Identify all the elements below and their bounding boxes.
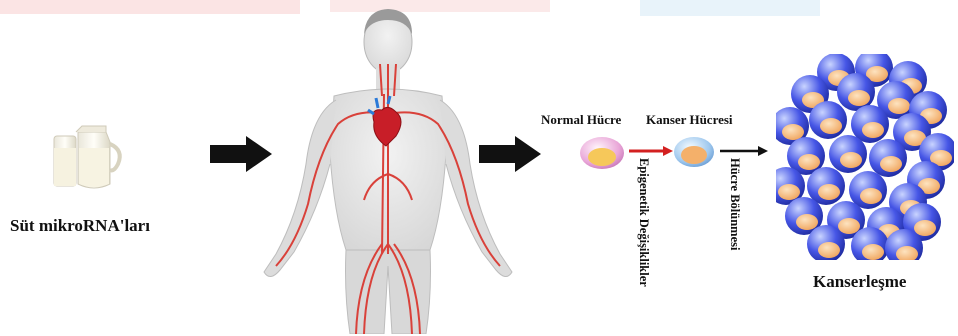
tumor-cluster-icon — [776, 54, 954, 260]
tumor-cell-nucleus — [880, 156, 902, 172]
red-arrow-icon — [627, 144, 675, 158]
tumor-cell-nucleus — [862, 244, 884, 260]
milk-micrornas-label: Süt mikroRNA'ları — [10, 216, 150, 236]
tumor-cell-nucleus — [778, 184, 800, 200]
cell-division-label: Hücre Bölünmesi — [727, 158, 742, 250]
tumor-cell-nucleus — [818, 184, 840, 200]
carcinogenesis-label: Kanserleşme — [813, 272, 906, 292]
tumor-cell-nucleus — [862, 122, 884, 138]
cancer-cell-icon — [672, 135, 716, 169]
arrow-right-icon — [718, 144, 770, 158]
milk-jug-icon — [48, 118, 128, 198]
tumor-cell-nucleus — [888, 98, 910, 114]
epigenetic-changes-label: Epigenetik Değişiklikler — [636, 158, 651, 287]
tumor-cell-nucleus — [860, 188, 882, 204]
tumor-cell-nucleus — [838, 218, 860, 234]
normal-cell-label: Normal Hücre — [541, 112, 621, 128]
cancer-cell-label: Kanser Hücresi — [646, 112, 733, 128]
normal-cell-icon — [578, 135, 628, 171]
tumor-cell-nucleus — [782, 124, 804, 140]
tumor-cell-nucleus — [820, 118, 842, 134]
tumor-cell-nucleus — [798, 154, 820, 170]
tumor-cell-nucleus — [914, 220, 936, 236]
tumor-cell-nucleus — [796, 214, 818, 230]
arrow-right-icon — [477, 134, 543, 174]
tumor-cell-nucleus — [840, 152, 862, 168]
tumor-cell-nucleus — [848, 90, 870, 106]
tumor-cell-nucleus — [818, 242, 840, 258]
